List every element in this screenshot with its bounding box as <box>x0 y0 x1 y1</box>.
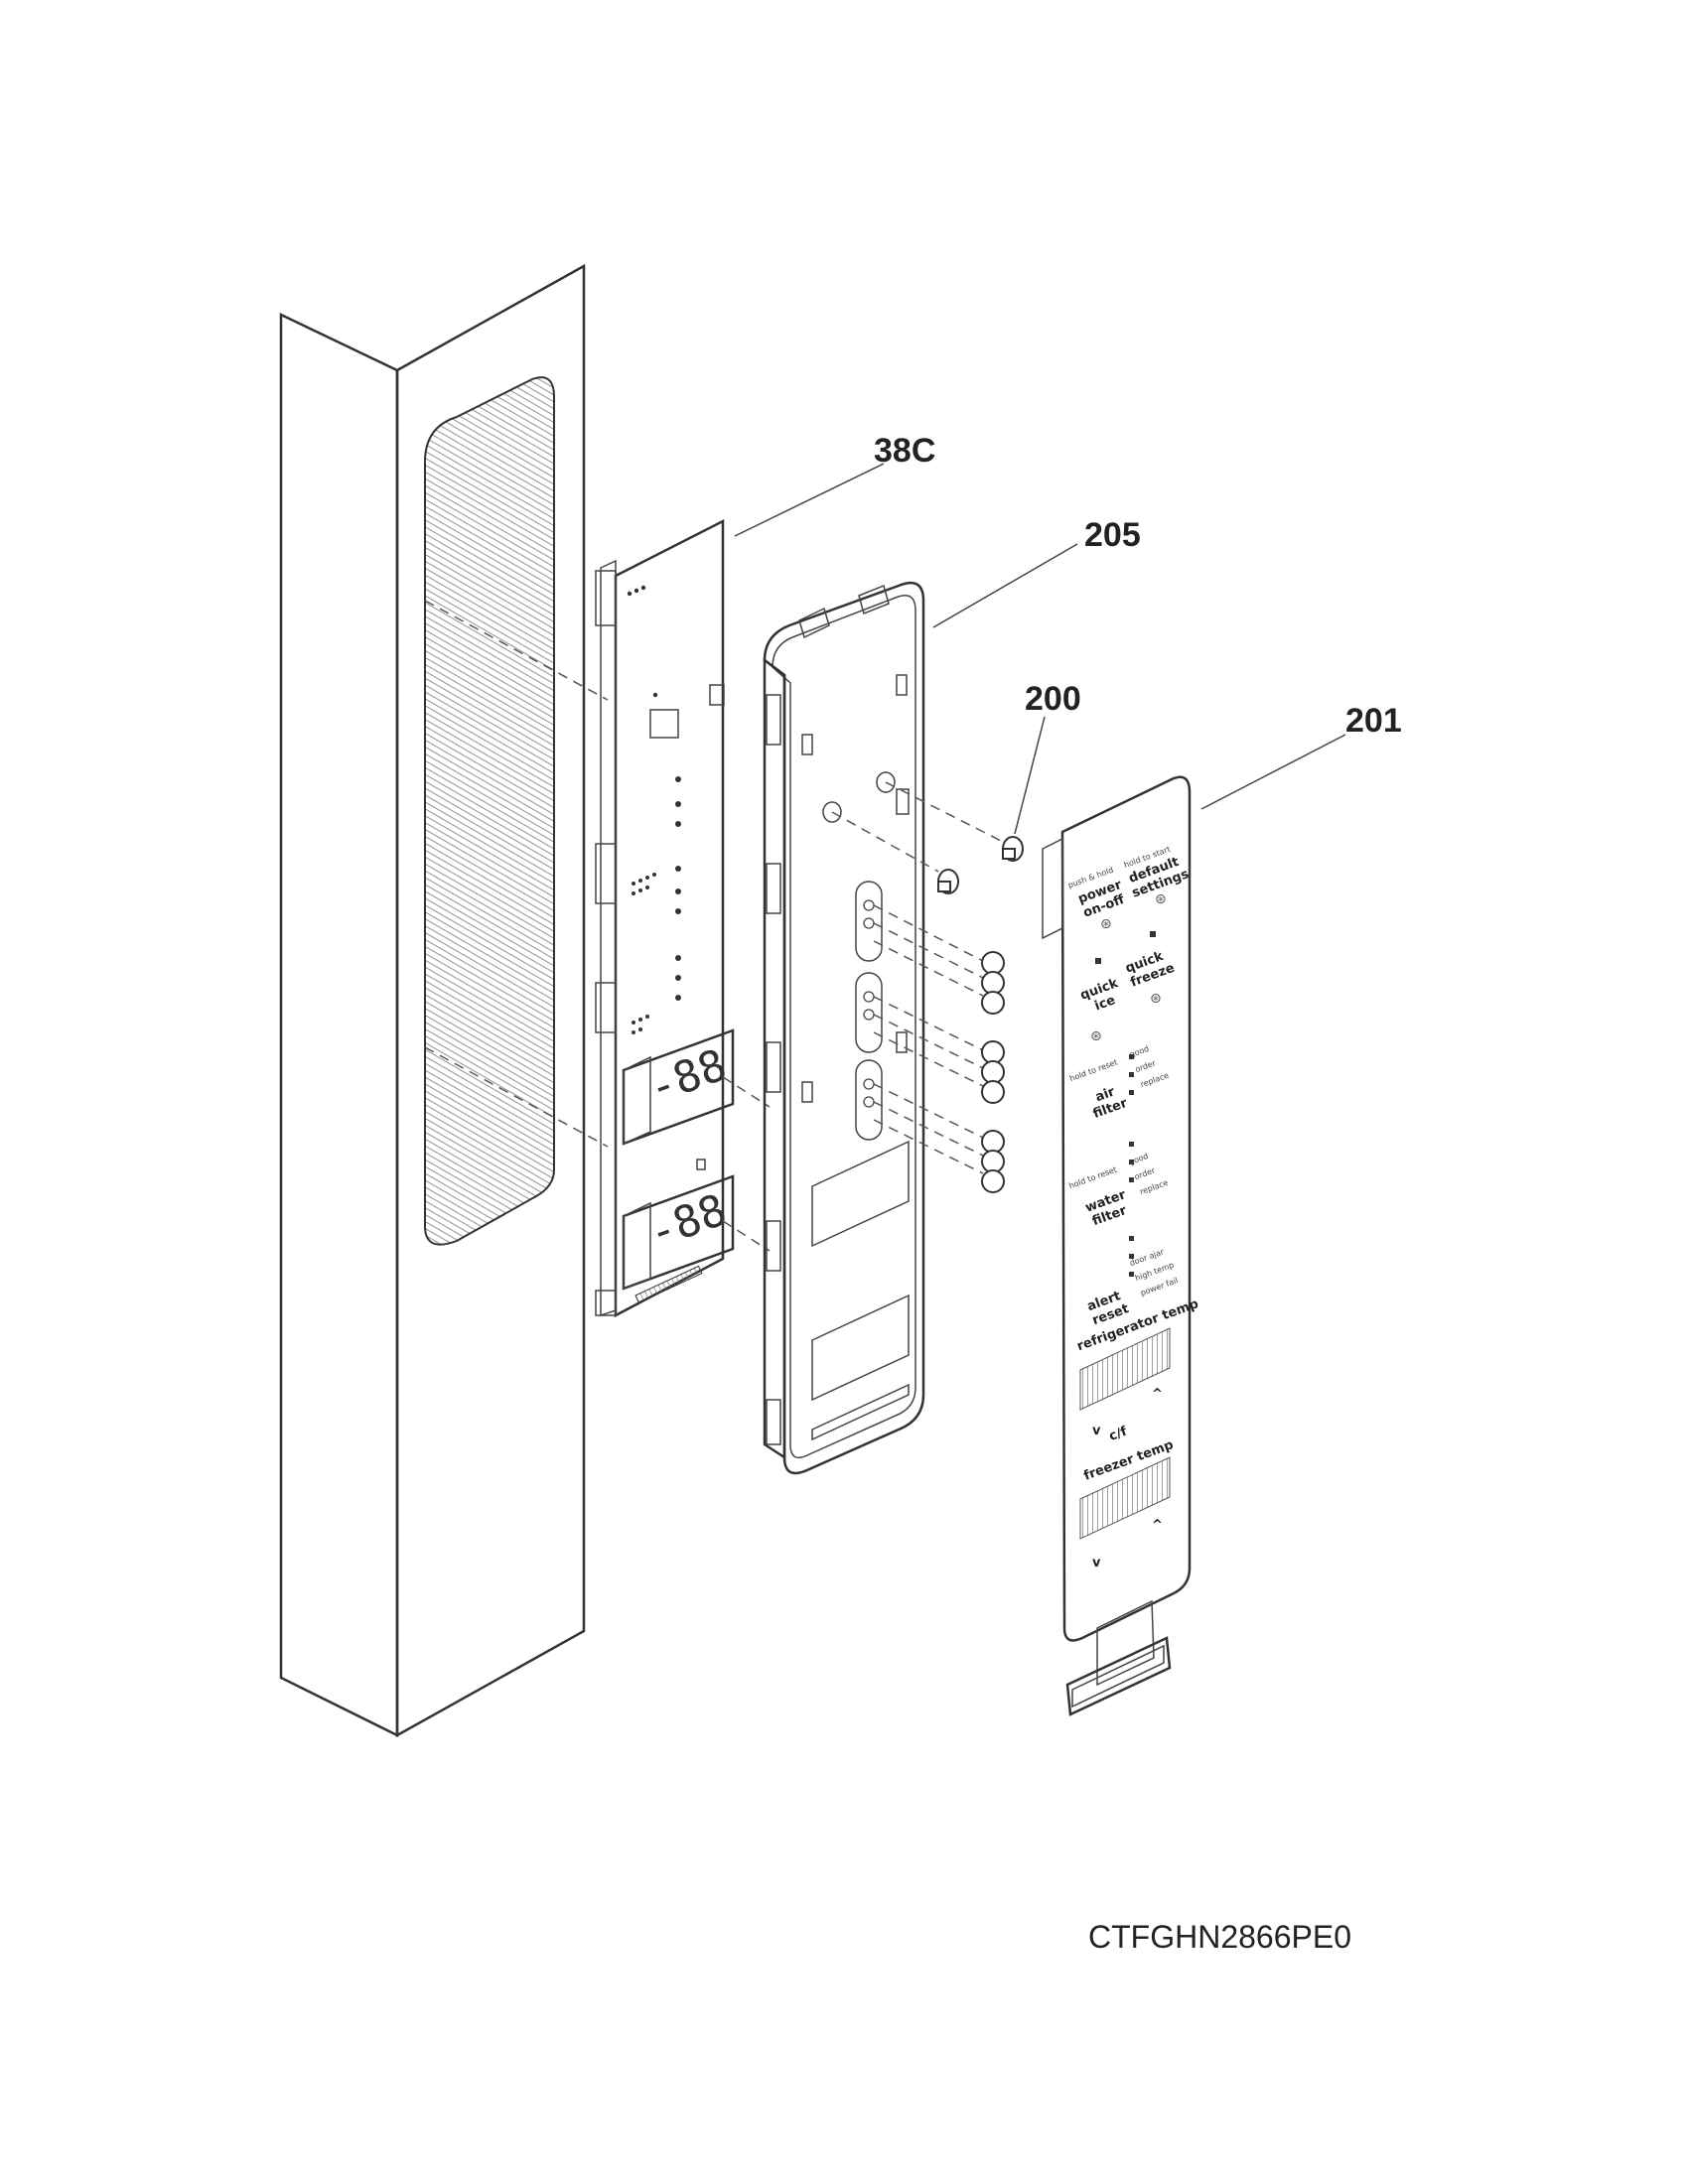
callout-200: 200 <box>1025 680 1081 718</box>
air-order-label: order <box>1134 1058 1158 1074</box>
refrigerator-temp-up-button: ^ <box>1152 1387 1163 1402</box>
air-filter-indicators <box>1129 1054 1134 1095</box>
quick-ice-button-icon: ⊛ <box>1090 1028 1102 1044</box>
alignment-line <box>424 1046 609 1148</box>
screw <box>1002 836 1024 862</box>
control-board: -88 -88 <box>595 518 735 1318</box>
freezer-temp-up-button: ^ <box>1152 1518 1163 1533</box>
freezer-temp-down-button: v <box>1092 1556 1101 1570</box>
water-order-label: order <box>1133 1165 1157 1181</box>
speaker-grille <box>424 376 555 1246</box>
callout-38c: 38C <box>874 432 935 470</box>
upper-display: -88 <box>622 1028 735 1146</box>
screw <box>937 869 959 894</box>
refrigerator-temp-display <box>1079 1327 1171 1411</box>
alignment-line <box>722 1220 771 1252</box>
leader-200 <box>1014 716 1046 835</box>
freezer-temp-display <box>1079 1456 1171 1540</box>
button-plungers <box>981 951 1005 1193</box>
default-settings-button-icon: ⊛ <box>1155 891 1167 907</box>
leader-205 <box>932 543 1078 628</box>
water-replace-label: replace <box>1139 1178 1170 1197</box>
quick-freeze-indicator <box>1150 931 1156 937</box>
lower-display-digits: -88 <box>641 1184 733 1259</box>
refrigerator-temp-down-button: v <box>1092 1424 1101 1438</box>
leader-201 <box>1200 734 1346 810</box>
ic-chip <box>649 709 679 739</box>
lower-display: -88 <box>622 1174 735 1291</box>
air-replace-label: replace <box>1139 1071 1170 1090</box>
screws <box>937 836 1024 894</box>
quick-freeze-button-icon: ⊛ <box>1150 991 1162 1007</box>
leader-38c <box>734 463 885 537</box>
alignment-line <box>722 1076 771 1108</box>
water-filter-hold-label: hold to reset <box>1067 1165 1118 1191</box>
cf-toggle-label: c/f <box>1107 1424 1129 1443</box>
board-pads <box>627 585 681 1034</box>
upper-display-digits: -88 <box>641 1039 733 1114</box>
water-filter-indicators <box>1129 1142 1134 1182</box>
callout-201: 201 <box>1345 702 1402 740</box>
model-number: CTFGHN2866PE0 <box>1088 1919 1351 1955</box>
callout-205: 205 <box>1084 516 1141 554</box>
air-label: air <box>1093 1084 1117 1105</box>
alert-indicators <box>1129 1236 1134 1277</box>
air-filter-hold-label: hold to reset <box>1068 1057 1119 1083</box>
control-overlay: push & hold hold to start power on-off d… <box>1042 775 1200 1716</box>
power-button-icon: ⊛ <box>1100 916 1112 932</box>
button-alignment-lines <box>831 781 1004 1174</box>
keypad-frame <box>763 581 925 1475</box>
ic-chip <box>709 684 725 706</box>
quick-ice-indicator <box>1095 958 1101 964</box>
alignment-line <box>424 600 609 701</box>
quick-ice-label-2: ice <box>1093 993 1118 1014</box>
door-housing <box>279 263 586 1738</box>
pin-header <box>634 1265 703 1303</box>
